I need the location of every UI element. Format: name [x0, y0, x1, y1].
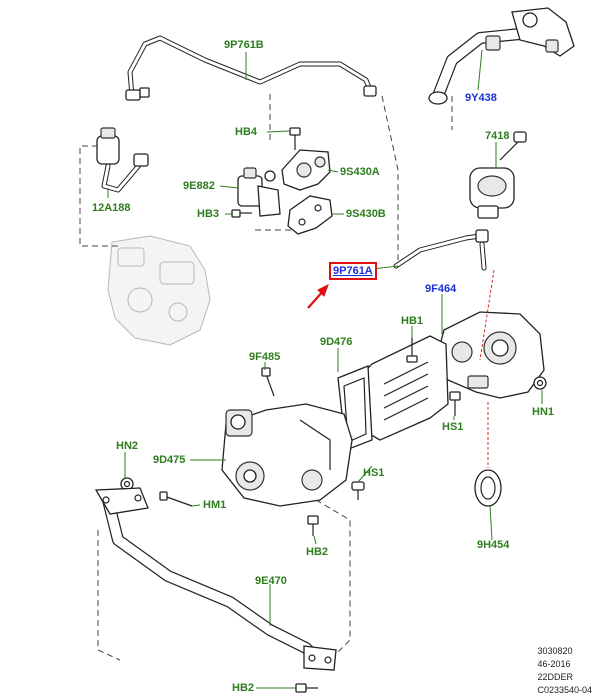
- stud-HS1-lower: [351, 481, 365, 500]
- label-12A188: 12A188: [92, 202, 131, 214]
- label-HN2: HN2: [116, 440, 139, 452]
- bolt-HB4: [289, 127, 301, 150]
- label-7418: 7418: [485, 130, 510, 142]
- bracket-9S430A: [281, 149, 331, 191]
- egr-valve-9F464: [435, 311, 545, 399]
- label-9F464: 9F464: [425, 283, 457, 295]
- pipe-9E470: [94, 487, 337, 671]
- label-9E882: 9E882: [183, 180, 215, 192]
- label-HN1: HN1: [532, 406, 555, 418]
- pipe-9P761B: [125, 35, 377, 101]
- leader-lines: [107, 49, 543, 689]
- label-HB3: HB3: [197, 208, 220, 220]
- label-HB4: HB4: [235, 126, 258, 138]
- sensor-12A188: [96, 127, 149, 193]
- label-9F485: 9F485: [249, 351, 281, 363]
- label-9P761A-highlighted[interactable]: 9P761A: [329, 262, 377, 280]
- label-9Y438: 9Y438: [465, 92, 497, 104]
- stud-HS1-upper: [449, 391, 461, 416]
- red-arrow-icon: [307, 283, 329, 309]
- label-9D476: 9D476: [320, 336, 353, 348]
- bracket-9S430B: [287, 195, 333, 235]
- label-9H454: 9H454: [477, 539, 510, 551]
- footer-line-3: 22DDER: [537, 672, 573, 682]
- label-9S430B: 9S430B: [346, 208, 386, 220]
- solenoid-9E882: [237, 167, 281, 217]
- egr-cooler-9D476: [361, 335, 449, 441]
- stud-HM1: [159, 491, 193, 507]
- bolt-HB1: [406, 338, 418, 363]
- footer-codes: 3030820 46-2016 22DDER C0233540-04: [537, 645, 592, 697]
- egr-unit-9D475: [221, 403, 353, 507]
- label-HM1: HM1: [203, 499, 227, 511]
- label-9E470: 9E470: [255, 575, 287, 587]
- bolt-HB2-upper: [307, 515, 319, 536]
- actuator-7418: [469, 131, 527, 219]
- hose-9Y438: [428, 7, 575, 105]
- nut-HN1: [533, 376, 547, 390]
- label-HS1-lower: HS1: [363, 467, 385, 479]
- label-HS1-upper: HS1: [442, 421, 464, 433]
- label-9D475: 9D475: [153, 454, 186, 466]
- bolt-HB2-lower: [295, 683, 318, 693]
- label-HB2-upper: HB2: [306, 546, 329, 558]
- pipe-9P761A: [393, 229, 489, 271]
- stud-9F485: [261, 367, 275, 397]
- label-HB2-lower: HB2: [232, 682, 255, 694]
- footer-line-1: 3030820: [537, 646, 573, 656]
- gasket-9H454: [474, 269, 502, 507]
- label-9P761B: 9P761B: [224, 39, 264, 51]
- label-9S430A: 9S430A: [340, 166, 380, 178]
- engine-block-ghost: [107, 235, 211, 346]
- footer-line-4: C0233540-04: [537, 685, 592, 695]
- footer-line-2: 46-2016: [537, 659, 571, 669]
- nut-HN2: [120, 477, 134, 491]
- bolt-HB3: [231, 209, 252, 218]
- label-HB1: HB1: [401, 315, 424, 327]
